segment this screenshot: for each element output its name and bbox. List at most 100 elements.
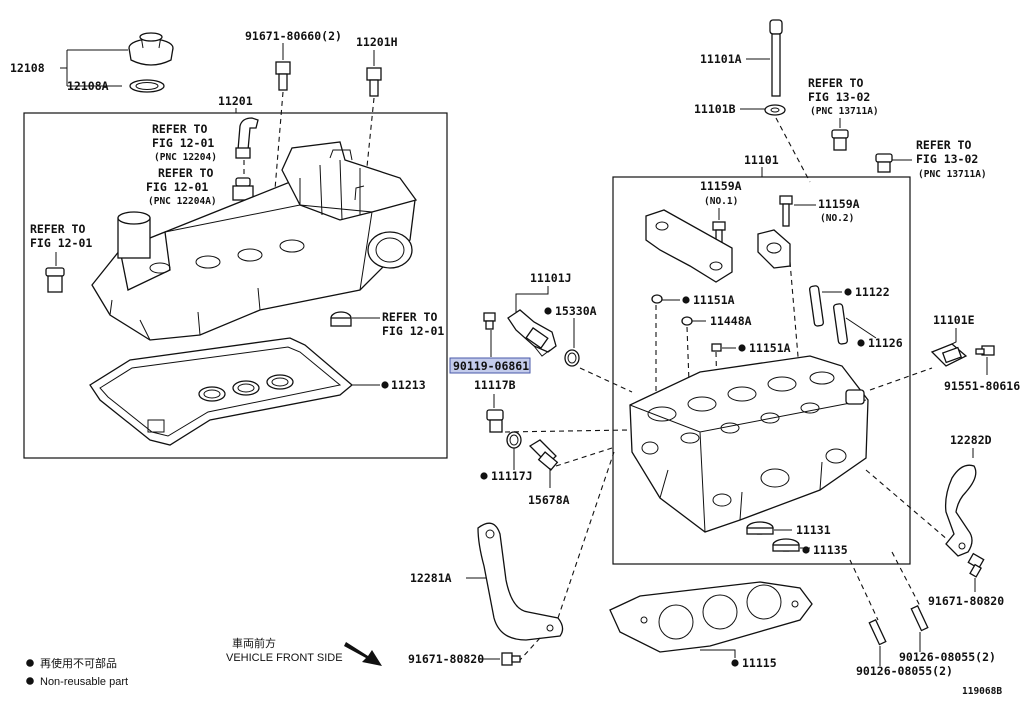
label-11117b[interactable]: 11117B <box>474 378 516 392</box>
bolt-91671-80820-left[interactable] <box>501 652 521 666</box>
bolt-91671-80660[interactable] <box>275 61 291 91</box>
plug-11448a[interactable] <box>681 316 693 326</box>
label-11135[interactable]: 11135 <box>813 543 848 557</box>
figure-id: 119068B <box>962 686 1002 697</box>
label-11101j[interactable]: 11101J <box>530 271 572 285</box>
lead-11126 <box>845 317 877 339</box>
label-11101[interactable]: 11101 <box>744 153 779 167</box>
legend-dot-icon-jp <box>26 659 34 667</box>
union-bolt-15678a[interactable] <box>528 439 559 471</box>
valve-guide-11122[interactable] <box>808 285 824 327</box>
camshaft-cap-no2[interactable] <box>757 229 791 269</box>
plug-11151a-1[interactable] <box>651 294 663 304</box>
gasket-11117j[interactable] <box>506 431 522 449</box>
stud-dashlines <box>849 551 921 621</box>
label-15330a[interactable]: 15330A <box>555 304 597 318</box>
cover-gasket-11213[interactable] <box>89 337 354 446</box>
label-11122[interactable]: 11122 <box>855 285 890 299</box>
engine-hanger-12281a[interactable] <box>477 522 564 641</box>
label-90119-06861[interactable]: 90119-06861 <box>453 359 529 373</box>
svg-text:FIG 13-02: FIG 13-02 <box>808 90 870 104</box>
washer-11101b[interactable] <box>764 104 786 116</box>
svg-text:REFER TO: REFER TO <box>382 310 437 324</box>
label-91671-80820-right[interactable]: 91671-80820 <box>928 594 1004 608</box>
label-11101a[interactable]: 11101A <box>700 52 742 66</box>
bolt-91671-80820-right[interactable] <box>967 552 985 578</box>
label-15678a[interactable]: 15678A <box>528 493 570 507</box>
label-12108[interactable]: 12108 <box>10 61 45 75</box>
label-91551-80616[interactable]: 91551-80616 <box>944 379 1020 393</box>
label-11115[interactable]: 11115 <box>742 656 777 670</box>
label-91671-80660[interactable]: 91671-80660(2) <box>245 29 342 43</box>
cylinder-head-cover-11201[interactable] <box>91 141 418 341</box>
refer-fig13-02-b[interactable]: REFER TO FIG 13-02 (PNC 13711A) <box>916 138 987 180</box>
nonreusable-dot-15330a <box>544 307 552 315</box>
label-11126[interactable]: 11126 <box>868 336 903 350</box>
sensor-11101e[interactable] <box>930 343 968 367</box>
plug-11151a-2[interactable] <box>711 343 722 352</box>
refer-fig12-01-pnc12204[interactable]: REFER TO FIG 12-01 (PNC 12204) <box>152 122 217 163</box>
refer-fig12-01-right[interactable]: REFER TO FIG 12-01 <box>382 310 444 338</box>
bolt-91551-80616[interactable] <box>975 345 995 356</box>
lead-11101j <box>515 286 549 312</box>
label-11101b[interactable]: 11101B <box>694 102 736 116</box>
hanger-dashline <box>865 469 949 541</box>
plug-11131[interactable] <box>746 521 774 535</box>
nonreusable-dot-11135 <box>802 546 810 554</box>
refer-fig12-01-left[interactable]: REFER TO FIG 12-01 <box>30 222 92 250</box>
svg-text:REFER TO: REFER TO <box>158 166 213 180</box>
gasket-12108a[interactable] <box>129 79 165 93</box>
o-ring-15330a[interactable] <box>564 349 580 367</box>
label-11448a[interactable]: 11448A <box>710 314 752 328</box>
stud-11201h[interactable] <box>366 67 382 97</box>
front-label-jp: 車両前方 <box>232 636 276 650</box>
label-11159a-2[interactable]: 11159A <box>818 197 860 211</box>
label-11151a-2[interactable]: 11151A <box>749 341 791 355</box>
label-11201h[interactable]: 11201H <box>356 35 398 49</box>
label-12282d[interactable]: 12282D <box>950 433 992 447</box>
lead-90126-08055 <box>879 632 921 666</box>
bolt-90119-06861[interactable] <box>483 312 496 330</box>
label-11213[interactable]: 11213 <box>391 378 426 392</box>
head-group-frame <box>612 176 911 565</box>
breather-plug-left[interactable] <box>45 267 65 293</box>
svg-text:FIG 12-01: FIG 12-01 <box>30 236 92 250</box>
label-11159a-1[interactable]: 11159A <box>700 179 742 193</box>
stud-90126-08055-a[interactable] <box>868 618 887 646</box>
pcv-hose-fitting[interactable] <box>235 117 259 159</box>
hanger-left-dashlines <box>519 451 615 661</box>
plug-13711a-a[interactable] <box>831 129 849 151</box>
svg-text:REFER TO: REFER TO <box>30 222 85 236</box>
engine-hanger-12282d[interactable] <box>944 464 977 557</box>
head-gasket-11115[interactable] <box>609 581 813 653</box>
plug-13711a-b[interactable] <box>875 153 893 173</box>
svg-text:(PNC 13711A): (PNC 13711A) <box>810 106 879 117</box>
label-12281a[interactable]: 12281A <box>410 571 452 585</box>
svg-text:FIG 12-01: FIG 12-01 <box>382 324 444 338</box>
label-11117j[interactable]: 11117J <box>491 469 533 483</box>
valve-guide-11126[interactable] <box>832 303 848 345</box>
label-12108a[interactable]: 12108A <box>67 79 109 93</box>
label-11131[interactable]: 11131 <box>796 523 831 537</box>
grommet-right[interactable] <box>330 311 352 327</box>
oil-control-valve-11101j[interactable] <box>507 309 557 357</box>
label-11101e[interactable]: 11101E <box>933 313 975 327</box>
head-bolt-11101a[interactable] <box>769 19 783 97</box>
cup-11135[interactable] <box>772 538 800 552</box>
label-90126-08055-b[interactable]: 90126-08055(2) <box>856 664 953 678</box>
plug-11117b[interactable] <box>486 409 504 433</box>
label-11201[interactable]: 11201 <box>218 94 253 108</box>
oil-separator-plug[interactable] <box>232 177 254 201</box>
label-91671-80820-left[interactable]: 91671-80820 <box>408 652 484 666</box>
label-11151a-1[interactable]: 11151A <box>693 293 735 307</box>
bolt-11159a-no2[interactable] <box>779 195 793 227</box>
label-90126-08055-a[interactable]: 90126-08055(2) <box>899 650 996 664</box>
refer-fig13-02-a[interactable]: REFER TO FIG 13-02 (PNC 13711A) <box>808 76 879 117</box>
cylinder-head-11101[interactable] <box>629 355 869 533</box>
stud-90126-08055-b[interactable] <box>910 604 929 632</box>
nonreusable-dot-11115 <box>731 659 739 667</box>
oil-filler-cap-12108[interactable] <box>128 32 174 66</box>
refer-fig12-01-pnc12204a[interactable]: REFER TO FIG 12-01 (PNC 12204A) <box>146 166 217 207</box>
nonreusable-dot-11151a-2 <box>738 344 746 352</box>
camshaft-housing-no1[interactable] <box>645 209 733 283</box>
